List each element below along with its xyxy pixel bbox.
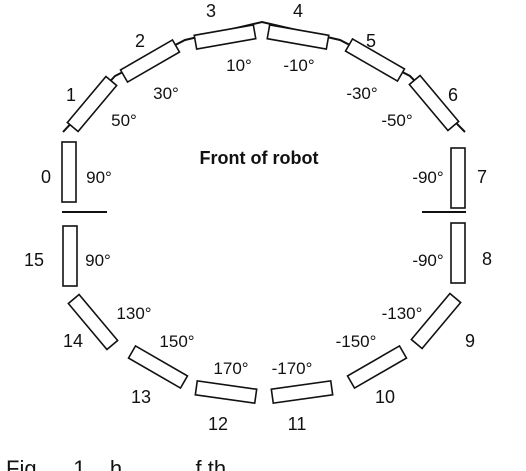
sensor-10 xyxy=(346,344,408,390)
sensor-angle-0: 90° xyxy=(86,168,112,187)
sensor-7 xyxy=(450,147,466,209)
sensor-angle-3: 10° xyxy=(226,56,252,75)
sensor-number-8: 8 xyxy=(482,249,492,269)
sensor-12 xyxy=(194,379,258,405)
sensor-angle-14: 130° xyxy=(116,304,151,323)
sensor-number-11: 11 xyxy=(288,414,307,434)
sensor-number-1: 1 xyxy=(66,85,76,105)
figure-caption-fragment: Fig 1 h f th xyxy=(6,456,226,471)
sensor-9 xyxy=(410,292,462,350)
sensor-angle-2: 30° xyxy=(153,84,179,103)
sensor-number-9: 9 xyxy=(465,331,475,351)
sensor-number-14: 14 xyxy=(63,331,83,351)
sensor-15 xyxy=(62,225,78,287)
sensor-angle-15: 90° xyxy=(85,251,111,270)
sensor-11 xyxy=(270,379,334,405)
sensor-angle-8: -90° xyxy=(412,251,443,270)
sensor-angle-12: 170° xyxy=(213,359,248,378)
sensor-4 xyxy=(266,23,330,51)
sensor-3 xyxy=(193,23,257,51)
sensor-number-12: 12 xyxy=(208,414,228,434)
sensor-angle-1: 50° xyxy=(111,111,137,130)
sensor-6 xyxy=(408,74,460,132)
sensor-13 xyxy=(127,344,189,390)
sensor-angle-11: -170° xyxy=(272,359,313,378)
sensor-1 xyxy=(66,75,118,133)
sensor-angle-10: -150° xyxy=(336,332,377,351)
sensor-number-5: 5 xyxy=(366,31,376,51)
sensor-number-10: 10 xyxy=(375,387,395,407)
sensor-angle-6: -50° xyxy=(381,111,412,130)
sensor-8 xyxy=(450,222,466,284)
robot-front-outline xyxy=(62,20,466,133)
sensor-number-13: 13 xyxy=(131,387,151,407)
diagram-title: Front of robot xyxy=(200,148,319,168)
sensor-2 xyxy=(119,38,181,84)
sensor-5 xyxy=(344,37,406,83)
sensor-angle-9: -130° xyxy=(382,304,423,323)
sensor-0 xyxy=(61,141,77,203)
sensor-number-4: 4 xyxy=(293,1,303,21)
sensor-angle-7: -90° xyxy=(412,168,443,187)
sensor-number-15: 15 xyxy=(24,250,44,270)
sensor-angle-4: -10° xyxy=(283,56,314,75)
sensor-angle-5: -30° xyxy=(346,84,377,103)
sensor-number-2: 2 xyxy=(135,31,145,51)
sensor-number-0: 0 xyxy=(41,167,51,187)
sensor-number-6: 6 xyxy=(448,85,458,105)
sensor-angle-13: 150° xyxy=(159,332,194,351)
sensor-14 xyxy=(67,293,119,351)
sensor-number-7: 7 xyxy=(477,167,487,187)
sensor-number-3: 3 xyxy=(206,1,216,21)
